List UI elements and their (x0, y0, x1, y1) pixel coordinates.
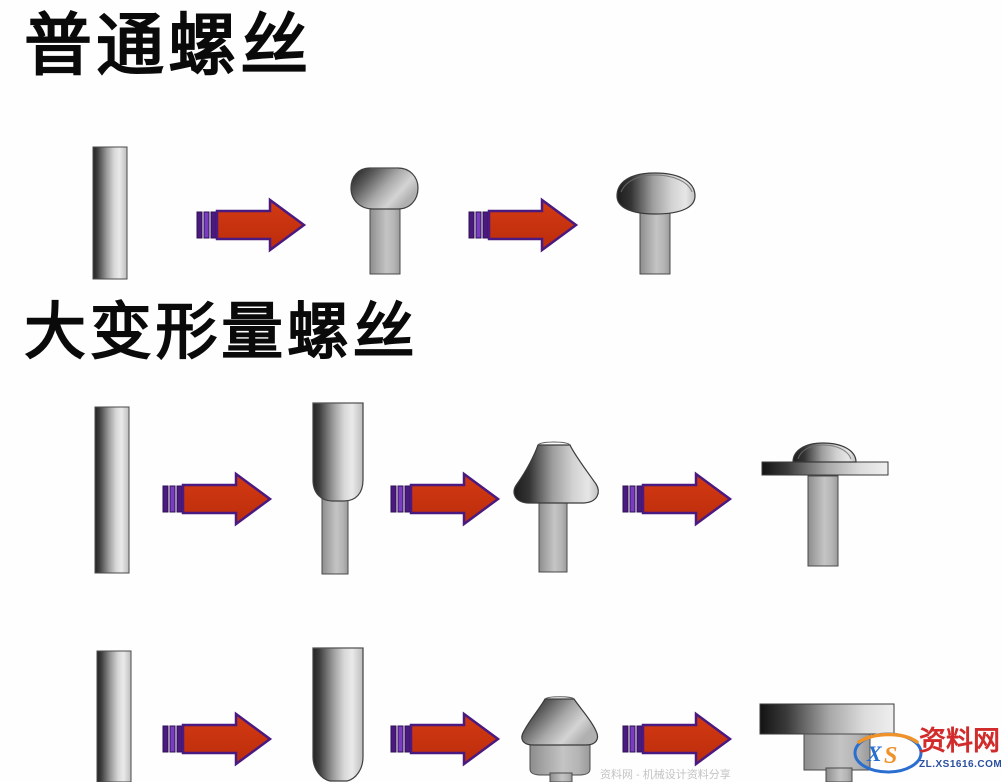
cylindrical-blank (92, 146, 132, 280)
process-arrow (162, 711, 273, 767)
cylindrical-blank (94, 406, 134, 574)
xs-logo-icon: X S (853, 732, 923, 774)
upset-stepped-blank (306, 400, 376, 576)
svg-text:S: S (884, 743, 897, 769)
process-arrow (622, 471, 733, 527)
section-title-ordinary-screw: 普通螺丝 (24, 8, 313, 84)
watermark-footer-text: 资料网 - 机械设计资料分享 (600, 769, 731, 781)
process-arrow (390, 471, 501, 527)
tapered-blank (305, 645, 371, 782)
process-arrow (468, 197, 579, 253)
svg-text:X: X (866, 741, 883, 766)
section-title-large-deformation-screw: 大变形量螺丝 (24, 299, 419, 367)
process-arrow (390, 711, 501, 767)
flange-head-screw (760, 440, 892, 574)
watermark-url: ZL.XS1616.COM (919, 759, 1001, 770)
process-arrow (622, 711, 733, 767)
watermark: X S 资料网 ZL.XS1616.COM (853, 726, 1001, 780)
process-arrow (196, 197, 307, 253)
process-arrow (162, 471, 273, 527)
pan-head-screw (608, 170, 708, 276)
watermark-brand: 资料网 (919, 726, 1000, 756)
cone-head-preform (508, 440, 608, 574)
cylindrical-blank (96, 650, 136, 782)
ball-head-preform (348, 164, 424, 276)
